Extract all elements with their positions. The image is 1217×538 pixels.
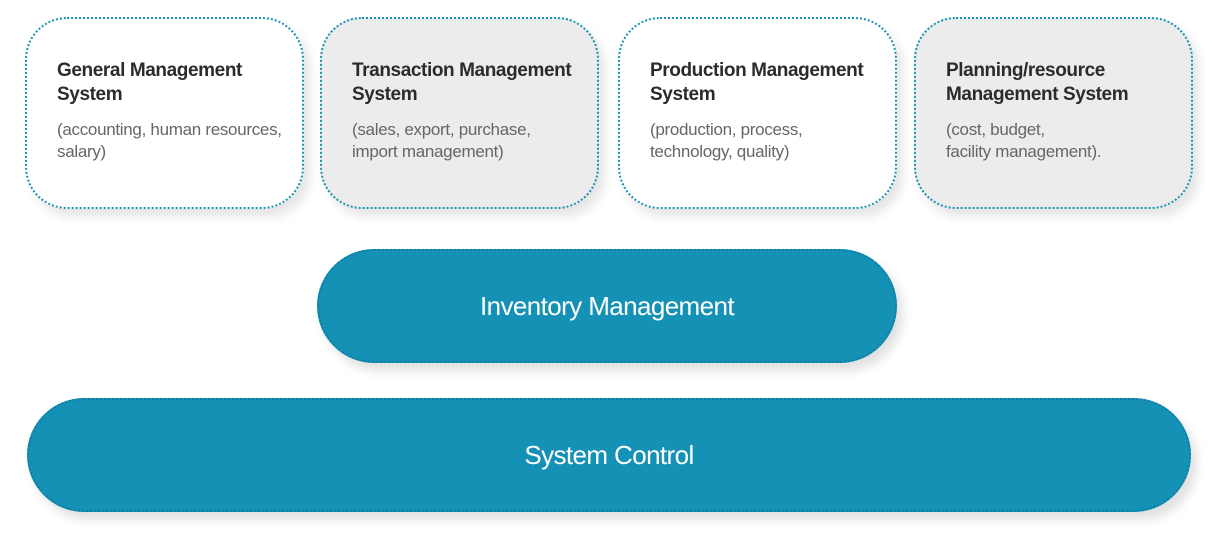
transaction-management-title: Transaction Management System [352, 60, 572, 105]
general-management-subtitle: (accounting, human resources, salary) [57, 120, 282, 161]
planning-resource-management-subtitle: (cost, budget, facility management). [946, 120, 1102, 161]
planning-resource-management-title: Planning/resource Management System [946, 60, 1129, 105]
transaction-management-subtitle: (sales, export, purchase, import managem… [352, 120, 531, 161]
general-management-box: General Management System (accounting, h… [25, 17, 304, 209]
planning-resource-management-box: Planning/resource Management System (cos… [914, 17, 1193, 209]
system-control-bar: System Control [27, 398, 1191, 512]
general-management-title: General Management System [57, 60, 242, 105]
production-management-subtitle: (production, process, technology, qualit… [650, 120, 803, 161]
system-control-label: System Control [524, 439, 694, 470]
inventory-management-bar: Inventory Management [317, 249, 897, 363]
inventory-management-label: Inventory Management [480, 290, 735, 321]
transaction-management-box: Transaction Management System (sales, ex… [320, 17, 599, 209]
production-management-box: Production Management System (production… [618, 17, 897, 209]
production-management-title: Production Management System [650, 60, 864, 105]
